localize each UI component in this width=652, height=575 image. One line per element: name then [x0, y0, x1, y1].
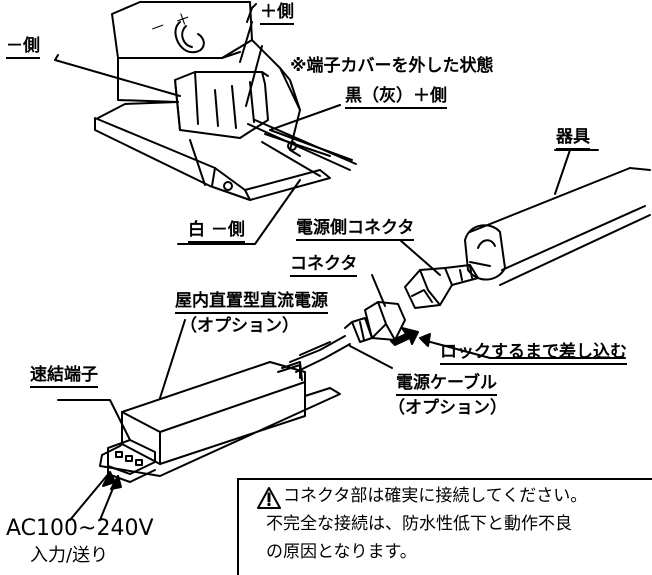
label-plus-side: ＋側 [260, 4, 294, 25]
caution-line-1: コネクタ部は確実に接続してください。 [283, 486, 588, 506]
label-indoor-dc-power: 屋内直置型直流電源 [175, 293, 328, 314]
dc-power-supply [57, 319, 393, 483]
label-quick-terminal: 速結端子 [30, 367, 98, 388]
label-power-side-connector: 電源側コネクタ [296, 220, 415, 241]
power-side-connector [399, 239, 479, 309]
label-connector: コネクタ [290, 256, 358, 277]
caution-line-3: の原因となります。 [266, 542, 417, 562]
ac-input-arrows [69, 471, 122, 521]
cable-connector [344, 274, 406, 343]
warning-triangle-icon [257, 487, 281, 509]
label-fixture: 器具 [556, 129, 590, 150]
label-white-minus: 白 －側 [188, 222, 245, 243]
label-ac-voltage: AC100~240V [6, 516, 154, 541]
caution-note [237, 478, 652, 575]
insert-direction-arrow [390, 327, 419, 346]
label-option-2: （オプション） [388, 398, 507, 418]
label-cover-removed: ※端子カバーを外した状態 [290, 56, 494, 76]
label-power-cable: 電源ケーブル [396, 375, 497, 396]
label-option-1: （オプション） [180, 316, 299, 336]
label-lock-insert: ロックするまで差し込む [440, 344, 627, 365]
label-input-output: 入力/送り [30, 545, 109, 566]
terminal-closeup [94, 1, 357, 201]
label-minus-side: －側 [6, 38, 40, 59]
fixture-tube [464, 149, 651, 286]
label-black-gray-plus: 黒（灰）＋側 [345, 88, 447, 109]
caution-line-2: 不完全な接続は、防水性低下と動作不良 [266, 514, 572, 534]
